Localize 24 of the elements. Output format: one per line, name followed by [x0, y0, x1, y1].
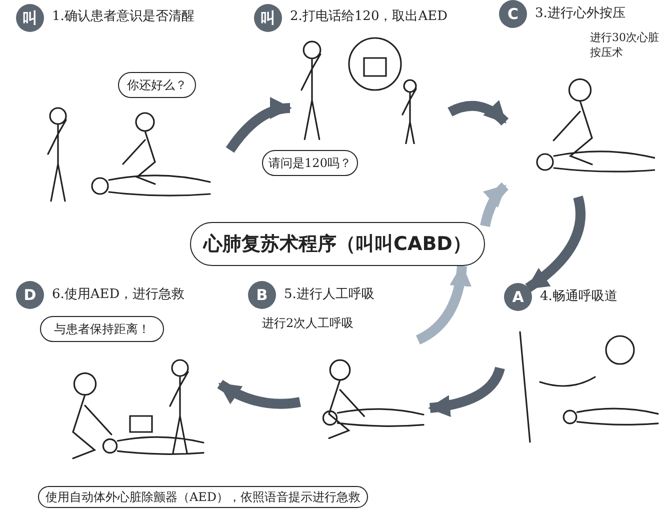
- curved-arrow: [416, 264, 471, 344]
- title-box: 心肺复苏术程序（叫叫CABD）: [190, 222, 485, 266]
- speech-bubble: 使用自动体外心脏除颤器（AED），依照语音提示进行急救: [38, 486, 368, 508]
- step-heading: 1.确认患者意识是否清醒: [52, 9, 194, 24]
- step-badge: D: [16, 281, 44, 309]
- step-heading: 3.进行心外按压: [535, 6, 626, 21]
- step-note: 进行2次人工呼吸: [262, 316, 354, 331]
- curved-arrow: [480, 182, 509, 228]
- step-badge: C: [499, 0, 527, 28]
- speech-bubble: 请问是120吗？: [262, 150, 358, 176]
- curved-arrow: [217, 380, 301, 409]
- step-badge: B: [248, 281, 276, 309]
- step-badge: A: [504, 283, 532, 311]
- step-heading: 4.畅通呼吸道: [540, 289, 618, 304]
- speech-bubble: 你还好么？: [118, 72, 196, 98]
- step-heading: 5.进行人工呼吸: [284, 287, 374, 302]
- curved-arrow: [525, 196, 586, 292]
- speech-bubble: 与患者保持距离！: [40, 316, 164, 342]
- step-heading: 6.使用AED，进行急救: [52, 287, 185, 302]
- step-heading: 2.打电话给120，取出AED: [290, 9, 448, 24]
- curved-arrow: [226, 98, 292, 153]
- step-badge: 叫: [16, 4, 44, 32]
- step-badge: 叫: [254, 4, 282, 32]
- step-note: 进行30次心脏按压术: [590, 30, 660, 60]
